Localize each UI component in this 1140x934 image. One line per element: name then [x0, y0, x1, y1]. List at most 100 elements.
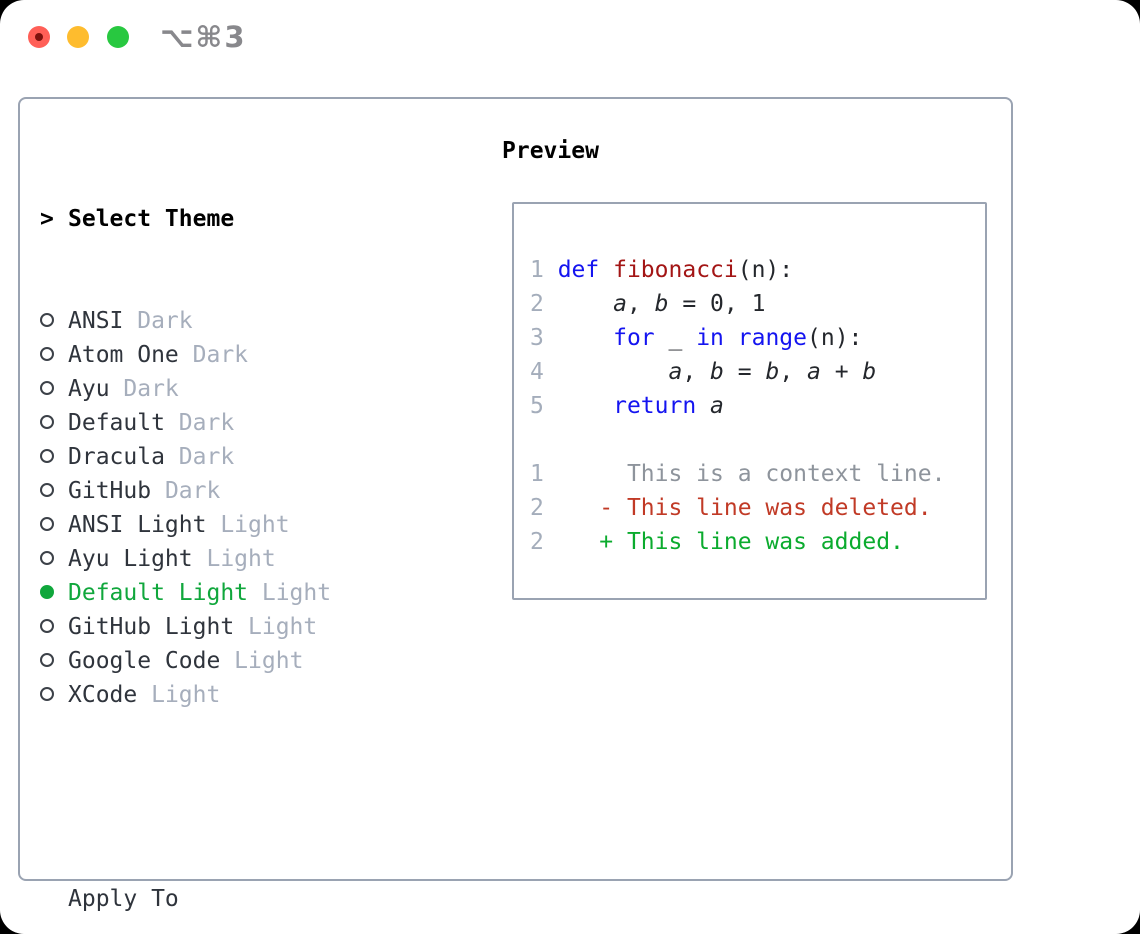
code-segment-del: - This line was deleted.	[557, 495, 932, 521]
focus-caret-icon: >	[40, 206, 54, 232]
code-line: 3 for _ in range(n):	[530, 321, 985, 355]
line-number: 2	[530, 529, 558, 555]
line-number: 5	[530, 393, 558, 419]
theme-option[interactable]: Google Code Light	[40, 644, 500, 678]
radio-icon	[40, 474, 68, 508]
code-segment-plain: ,	[626, 291, 655, 317]
spacer	[40, 780, 500, 814]
code-segment-fn: fibonacci	[613, 257, 738, 283]
code-segment-var: b	[710, 359, 724, 385]
radio-icon	[40, 440, 68, 474]
zoom-button[interactable]	[107, 26, 129, 48]
theme-option[interactable]: Ayu Light Light	[40, 542, 500, 576]
code-segment-var: a	[710, 393, 724, 419]
theme-option[interactable]: Atom One Dark	[40, 338, 500, 372]
radio-selected-icon	[40, 576, 68, 610]
code-segment-kw: in	[696, 325, 724, 351]
option-label: GitHub	[68, 478, 152, 504]
theme-option[interactable]: XCode Light	[40, 678, 500, 712]
code-segment-var: b	[765, 359, 780, 385]
code-line: 2 a, b = 0, 1	[530, 287, 985, 321]
code-segment-plain	[558, 291, 613, 317]
option-label: Google Code	[68, 648, 221, 674]
radio-icon	[40, 610, 68, 644]
option-label: Ayu	[68, 376, 110, 402]
theme-option[interactable]: ANSI Dark	[40, 304, 500, 338]
code-segment-plain	[696, 393, 710, 419]
window-title: ⌥⌘3	[160, 20, 247, 54]
code-segment-plain: +	[820, 359, 863, 385]
option-label: Dracula	[68, 444, 165, 470]
code-segment-var: b	[862, 359, 877, 385]
radio-icon	[40, 406, 68, 440]
title-bar: ⌥⌘3	[0, 0, 1140, 74]
option-label: Atom One	[68, 342, 179, 368]
option-variant-label: Dark	[123, 308, 193, 334]
theme-option[interactable]: GitHub Dark	[40, 474, 500, 508]
theme-option[interactable]: Default Dark	[40, 406, 500, 440]
line-number: 1	[530, 257, 558, 283]
select-theme-header: > Select Theme	[40, 202, 500, 236]
line-number: 1	[530, 461, 558, 487]
code-segment-kw: def	[557, 257, 600, 283]
option-label: XCode	[68, 682, 138, 708]
option-label: ANSI	[68, 308, 124, 334]
option-variant-label: Light	[248, 580, 332, 606]
code-segment-plain	[599, 257, 613, 283]
theme-option[interactable]: Default Light Light	[40, 576, 500, 610]
radio-icon	[40, 542, 68, 576]
code-segment-plain	[724, 325, 738, 351]
option-variant-label: Light	[192, 546, 276, 572]
radio-icon	[40, 372, 68, 406]
code-segment-var: a	[668, 359, 683, 385]
code-segment-kw: for	[613, 325, 655, 351]
radio-icon	[40, 304, 68, 338]
minimize-button[interactable]	[67, 26, 89, 48]
code-line: 2 + This line was added.	[530, 525, 985, 559]
option-label: Default	[68, 410, 165, 436]
code-segment-ctx: This is a context line.	[557, 461, 946, 487]
theme-option[interactable]: Ayu Dark	[40, 372, 500, 406]
code-segment-add: + This line was added.	[557, 529, 904, 555]
code-segment-plain	[558, 393, 613, 419]
code-segment-plain: (n):	[737, 257, 794, 283]
option-variant-label: Dark	[151, 478, 221, 504]
close-button[interactable]	[28, 26, 50, 48]
code-segment-plain	[558, 359, 669, 385]
code-segment-kw: return	[613, 393, 697, 419]
option-variant-label: Dark	[164, 410, 235, 436]
select-theme-header-label: Select Theme	[68, 206, 235, 232]
code-segment-plain: =	[723, 359, 766, 385]
radio-icon	[40, 508, 68, 542]
code-segment-plain	[558, 325, 613, 351]
line-number: 4	[530, 359, 558, 385]
code-segment-var: b	[654, 291, 669, 317]
code-segment-kw: range	[737, 325, 807, 351]
radio-icon	[40, 678, 68, 712]
theme-option[interactable]: Dracula Dark	[40, 440, 500, 474]
option-label: Ayu Light	[68, 546, 193, 572]
option-variant-label: Light	[234, 614, 318, 640]
code-segment-plain: _	[654, 325, 697, 351]
theme-option[interactable]: GitHub Light Light	[40, 610, 500, 644]
line-number: 2	[530, 291, 558, 317]
option-variant-label: Light	[137, 682, 221, 708]
code-segment-plain: = 0, 1	[668, 291, 766, 317]
radio-icon	[40, 338, 68, 372]
option-label: GitHub Light	[68, 614, 235, 640]
code-line: 1 def fibonacci(n):	[530, 253, 985, 287]
radio-icon	[40, 644, 68, 678]
code-line	[530, 423, 985, 457]
option-variant-label: Dark	[178, 342, 249, 368]
code-line: 4 a, b = b, a + b	[530, 355, 985, 389]
option-variant-label: Light	[220, 648, 304, 674]
theme-option[interactable]: ANSI Light Light	[40, 508, 500, 542]
code-segment-var: a	[807, 359, 821, 385]
code-line: 1 This is a context line.	[530, 457, 985, 491]
code-segment-plain: (n):	[807, 325, 863, 351]
